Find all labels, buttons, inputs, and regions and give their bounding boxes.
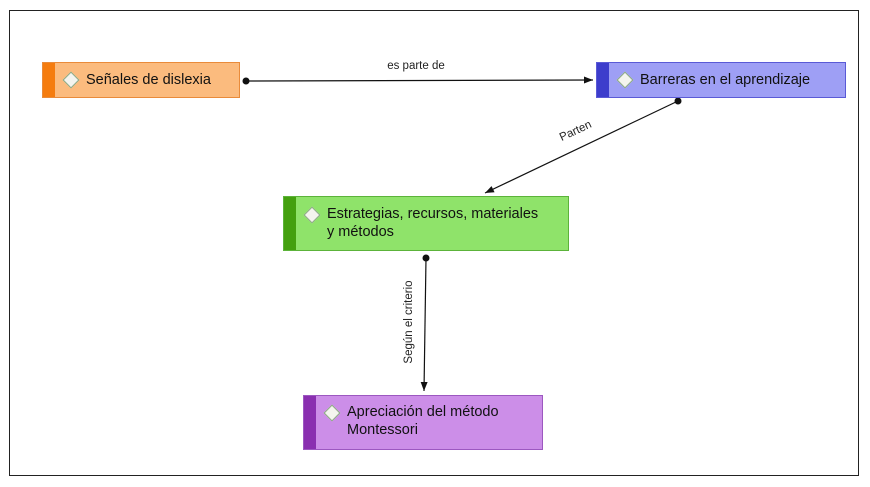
edge-es-parte-de[interactable]: es parte de bbox=[242, 60, 594, 85]
node-label-line-2: y métodos bbox=[327, 224, 394, 240]
edge-start-dot bbox=[242, 77, 250, 85]
edge-label-segun-el-criterio: Según el criterio bbox=[403, 280, 415, 363]
node-barreras-en-el-aprendizaje[interactable]: Barreras en el aprendizaje bbox=[596, 62, 846, 98]
edge-segun-el-criterio[interactable]: Según el criterio bbox=[403, 254, 430, 392]
node-label-line-1: Apreciación del método bbox=[347, 404, 499, 420]
edge-start-dot bbox=[422, 254, 430, 262]
edge-label-parten: Parten bbox=[558, 119, 594, 144]
node-label: Barreras en el aprendizaje bbox=[640, 72, 811, 88]
topic-diamond-icon bbox=[303, 206, 321, 224]
topic-diamond-icon bbox=[62, 71, 80, 89]
node-color-bar bbox=[597, 63, 609, 97]
topic-diamond-icon bbox=[323, 404, 341, 422]
edge-start-dot bbox=[674, 97, 682, 105]
node-estrategias-recursos-materiales[interactable]: Estrategias, recursos, materiales y méto… bbox=[283, 196, 569, 251]
node-color-bar bbox=[304, 396, 316, 449]
node-label-line-2: Montessori bbox=[347, 422, 418, 438]
edge-parten[interactable]: Parten bbox=[484, 97, 682, 194]
topic-diamond-icon bbox=[616, 71, 634, 89]
edge-label-es-parte-de: es parte de bbox=[387, 60, 445, 72]
node-apreciacion-metodo-montessori[interactable]: Apreciación del método Montessori bbox=[303, 395, 543, 450]
node-label-line-1: Estrategias, recursos, materiales bbox=[327, 206, 539, 222]
node-label: Señales de dislexia bbox=[86, 72, 211, 88]
node-senales-de-dislexia[interactable]: Señales de dislexia bbox=[42, 62, 240, 98]
node-color-bar bbox=[43, 63, 55, 97]
node-color-bar bbox=[284, 197, 296, 250]
